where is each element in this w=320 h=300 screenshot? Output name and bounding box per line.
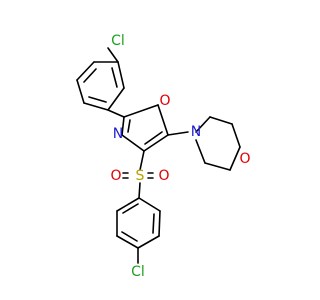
bond-top-ring-6-inner [111,67,118,88]
bond-top-ring-3 [76,79,85,104]
bond-bottom-ring-4-inner [121,231,138,242]
bond-bottom-ring-2 [158,210,161,237]
bonds [76,47,241,264]
atom-cl-top: Cl [111,33,125,49]
bond-morph-left-n [195,139,206,164]
atom-s-sulfonyl: S [136,168,145,184]
bond-top-ring-2 [76,61,95,81]
bond-bottom-ring-1 [138,197,161,212]
atom-o-morpholine: O [239,151,250,167]
atom-n-morpholine: N [191,124,201,140]
bond-top-ring-4 [83,102,109,111]
bond-oxazole-morpholine [167,131,189,136]
bond-oxazole-sulfonyl [139,150,145,171]
bond-morph-o-bottom [229,146,241,171]
bond-oxazole-o-c5 [157,104,169,136]
bond-morph-bottom-left [204,162,231,171]
atom-labels: Cl O N N O S O O Cl [110,33,250,280]
bond-oxazole-c5-c4 [143,134,169,152]
bond-top-ring-4-inner [88,96,107,103]
atom-o-sulfonyl-left: O [110,168,121,184]
bond-morph-n-top [195,116,211,133]
bond-oxazole-n-c2-inner [127,119,131,133]
bond-bottom-ring-6 [116,197,140,212]
atom-o-sulfonyl-right: O [158,168,169,184]
atom-cl-bottom: Cl [131,264,145,280]
bond-top-ring-6 [117,61,125,89]
atom-o-oxazole: O [159,93,170,109]
bond-bottom-ring-6-inner [122,203,139,214]
bond-sulfonyl-phenyl [138,182,141,199]
chemical-structure-diagram: Cl O N N O S O O Cl [0,0,300,300]
bond-top-ring-5 [107,87,125,111]
bond-oxazole-c2-o [123,104,159,118]
bond-phenyl-oxazole [107,109,125,118]
atom-n-oxazole: N [113,126,123,142]
bond-bottom-ring-4 [116,235,139,249]
bond-oxazole-n-c2 [121,116,125,136]
bond-cl-top [107,47,119,63]
diagram-background [0,0,300,300]
bond-bottom-ring-2-inner [152,213,155,234]
bond-bottom-ring-3 [137,235,160,249]
bond-top-ring-2-inner [83,68,97,83]
bond-morph-right-o [231,123,241,148]
bond-oxazole-c4-n [121,134,145,152]
bond-oxazole-c5-c4-inner [144,131,163,145]
bond-morph-top-right [209,116,233,125]
